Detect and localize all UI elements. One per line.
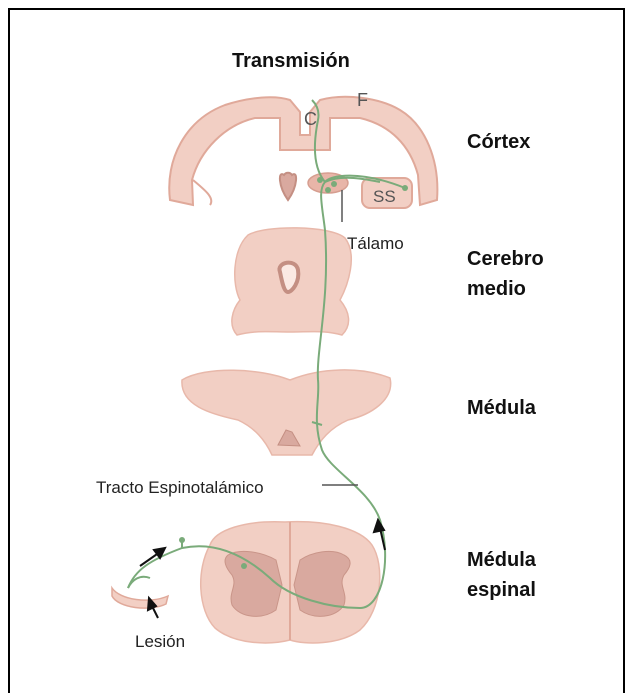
level-medula-espinal: Médula espinal [467,545,536,605]
lesion-tissue [112,588,168,608]
neuron-soma-thalamus-2 [331,181,337,187]
level-medula-espinal-line1: Médula [467,545,536,575]
label-tracto: Tracto Espinotalámico [96,478,264,498]
diagram-title: Transmisión [232,46,350,76]
level-medula: Médula [467,393,536,423]
cortex-left-gyrus [193,180,211,205]
label-c: C [304,109,317,130]
neuron-soma-cortex [402,185,408,191]
label-f: F [357,90,368,111]
level-cerebro-medio-line1: Cerebro [467,244,544,274]
level-medula-espinal-line2: espinal [467,575,536,605]
neuron-soma-dorsal-root [179,537,185,543]
neuron-soma-thalamus-1 [317,177,323,183]
level-cerebro-medio: Cerebro medio [467,244,544,304]
neuron-soma-dorsal-horn [241,563,247,569]
label-lesion: Lesión [135,632,185,652]
midbrain-aqueduct [279,263,298,292]
neuron-soma-thalamus-3 [325,187,331,193]
ventricle [280,173,296,200]
label-ss: SS [373,187,396,207]
label-talamo: Tálamo [347,234,404,254]
level-cerebro-medio-line2: medio [467,274,544,304]
level-cortex: Córtex [467,127,530,157]
